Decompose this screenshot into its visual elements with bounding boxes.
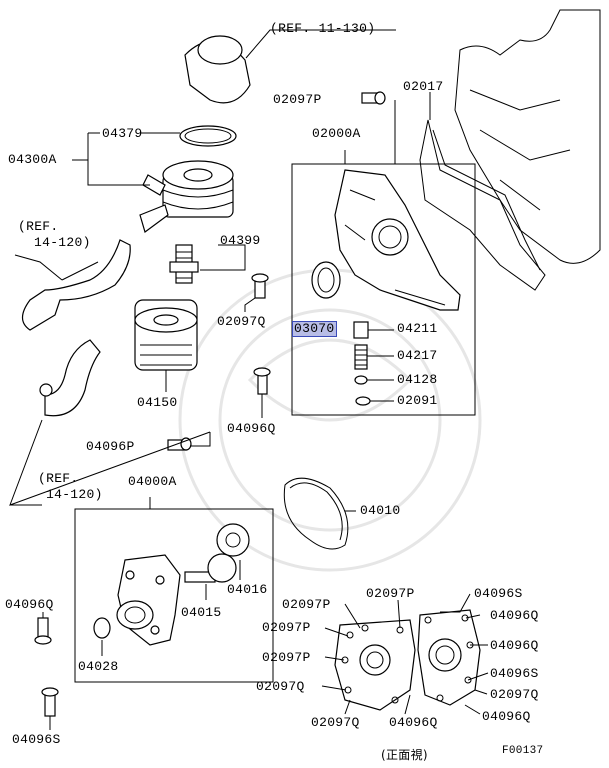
hollow-bolt-04399	[169, 244, 199, 284]
oil-pump-cover-02000A	[334, 169, 461, 311]
bolt-02097P-top	[361, 91, 386, 105]
label-02017[interactable]: 02017	[403, 79, 444, 94]
oil-seal	[311, 261, 341, 299]
front-view-assembly	[334, 609, 481, 711]
label-ref-14-120-b-line1: (REF.	[38, 471, 79, 486]
label-04217[interactable]: 04217	[397, 348, 438, 363]
label-04399[interactable]: 04399	[220, 233, 261, 248]
label-ref-11-130: (REF. 11-130)	[270, 21, 376, 36]
figure-code: F00137	[502, 745, 544, 757]
label-04096Q-r1[interactable]: 04096Q	[490, 608, 539, 623]
label-04096P[interactable]: 04096P	[86, 439, 135, 454]
bolt-04096Q-left	[34, 617, 52, 645]
gasket-04010	[283, 477, 349, 550]
label-02097P-b[interactable]: 02097P	[282, 597, 331, 612]
label-04096Q-r2[interactable]: 04096Q	[490, 638, 539, 653]
label-02097P-d[interactable]: 02097P	[262, 650, 311, 665]
label-04028[interactable]: 04028	[78, 659, 119, 674]
oil-filter-04150	[134, 299, 198, 371]
label-02097P-top[interactable]: 02097P	[273, 92, 322, 107]
front-view-caption: (正面視)	[381, 748, 428, 762]
gasket-02017	[419, 119, 546, 291]
label-04096Q-bottom[interactable]: 04096Q	[389, 715, 438, 730]
spring-04217	[354, 344, 368, 370]
bolt-04096P	[167, 437, 192, 451]
gear-04016	[216, 523, 250, 557]
label-04300A[interactable]: 04300A	[8, 152, 57, 167]
label-ref-14-120-b-line2: 14-120)	[46, 487, 103, 502]
o-ring-04028	[93, 617, 111, 639]
label-02097P-a[interactable]: 02097P	[366, 586, 415, 601]
label-04096S-r1[interactable]: 04096S	[474, 586, 523, 601]
label-04150[interactable]: 04150	[137, 395, 178, 410]
water-pump-group-box	[74, 508, 274, 683]
plug-04211	[353, 321, 369, 339]
label-04211[interactable]: 04211	[397, 321, 438, 336]
label-02097P-c[interactable]: 02097P	[262, 620, 311, 635]
label-04010[interactable]: 04010	[360, 503, 401, 518]
bolt-04096S-left	[41, 687, 59, 717]
label-04096Q-left[interactable]: 04096Q	[5, 597, 54, 612]
label-03070-highlighted[interactable]: 03070	[292, 321, 337, 337]
label-02097Q-c[interactable]: 02097Q	[490, 687, 539, 702]
shaft-gear-04015	[184, 553, 237, 583]
label-02000A[interactable]: 02000A	[312, 126, 361, 141]
oil-cooler-04300A	[139, 160, 234, 233]
label-04096Q-r3[interactable]: 04096Q	[482, 709, 531, 724]
bolt-02097Q-mid	[251, 273, 269, 299]
label-02097Q-b[interactable]: 02097Q	[311, 715, 360, 730]
label-04000A[interactable]: 04000A	[128, 474, 177, 489]
plunger-04128	[354, 375, 368, 385]
engine-block	[454, 9, 601, 264]
label-04016[interactable]: 04016	[227, 582, 268, 597]
oil-hose	[21, 239, 131, 417]
label-04379[interactable]: 04379	[102, 126, 143, 141]
label-04096Q-mid[interactable]: 04096Q	[227, 421, 276, 436]
label-02097Q-a[interactable]: 02097Q	[256, 679, 305, 694]
label-04096S-left[interactable]: 04096S	[12, 732, 61, 747]
snap-ring-02091	[355, 396, 371, 406]
label-02091[interactable]: 02091	[397, 393, 438, 408]
label-ref-14-120-a-line2: 14-120)	[34, 235, 91, 250]
oil-cooler-pipe-part	[184, 29, 396, 104]
label-04015[interactable]: 04015	[181, 605, 222, 620]
label-02097Q-mid[interactable]: 02097Q	[217, 314, 266, 329]
o-ring-04379	[179, 125, 237, 147]
label-04128[interactable]: 04128	[397, 372, 438, 387]
water-pump-04000A	[116, 554, 181, 646]
label-ref-14-120-a-line1: (REF.	[18, 219, 59, 234]
label-04096S-r2[interactable]: 04096S	[490, 666, 539, 681]
